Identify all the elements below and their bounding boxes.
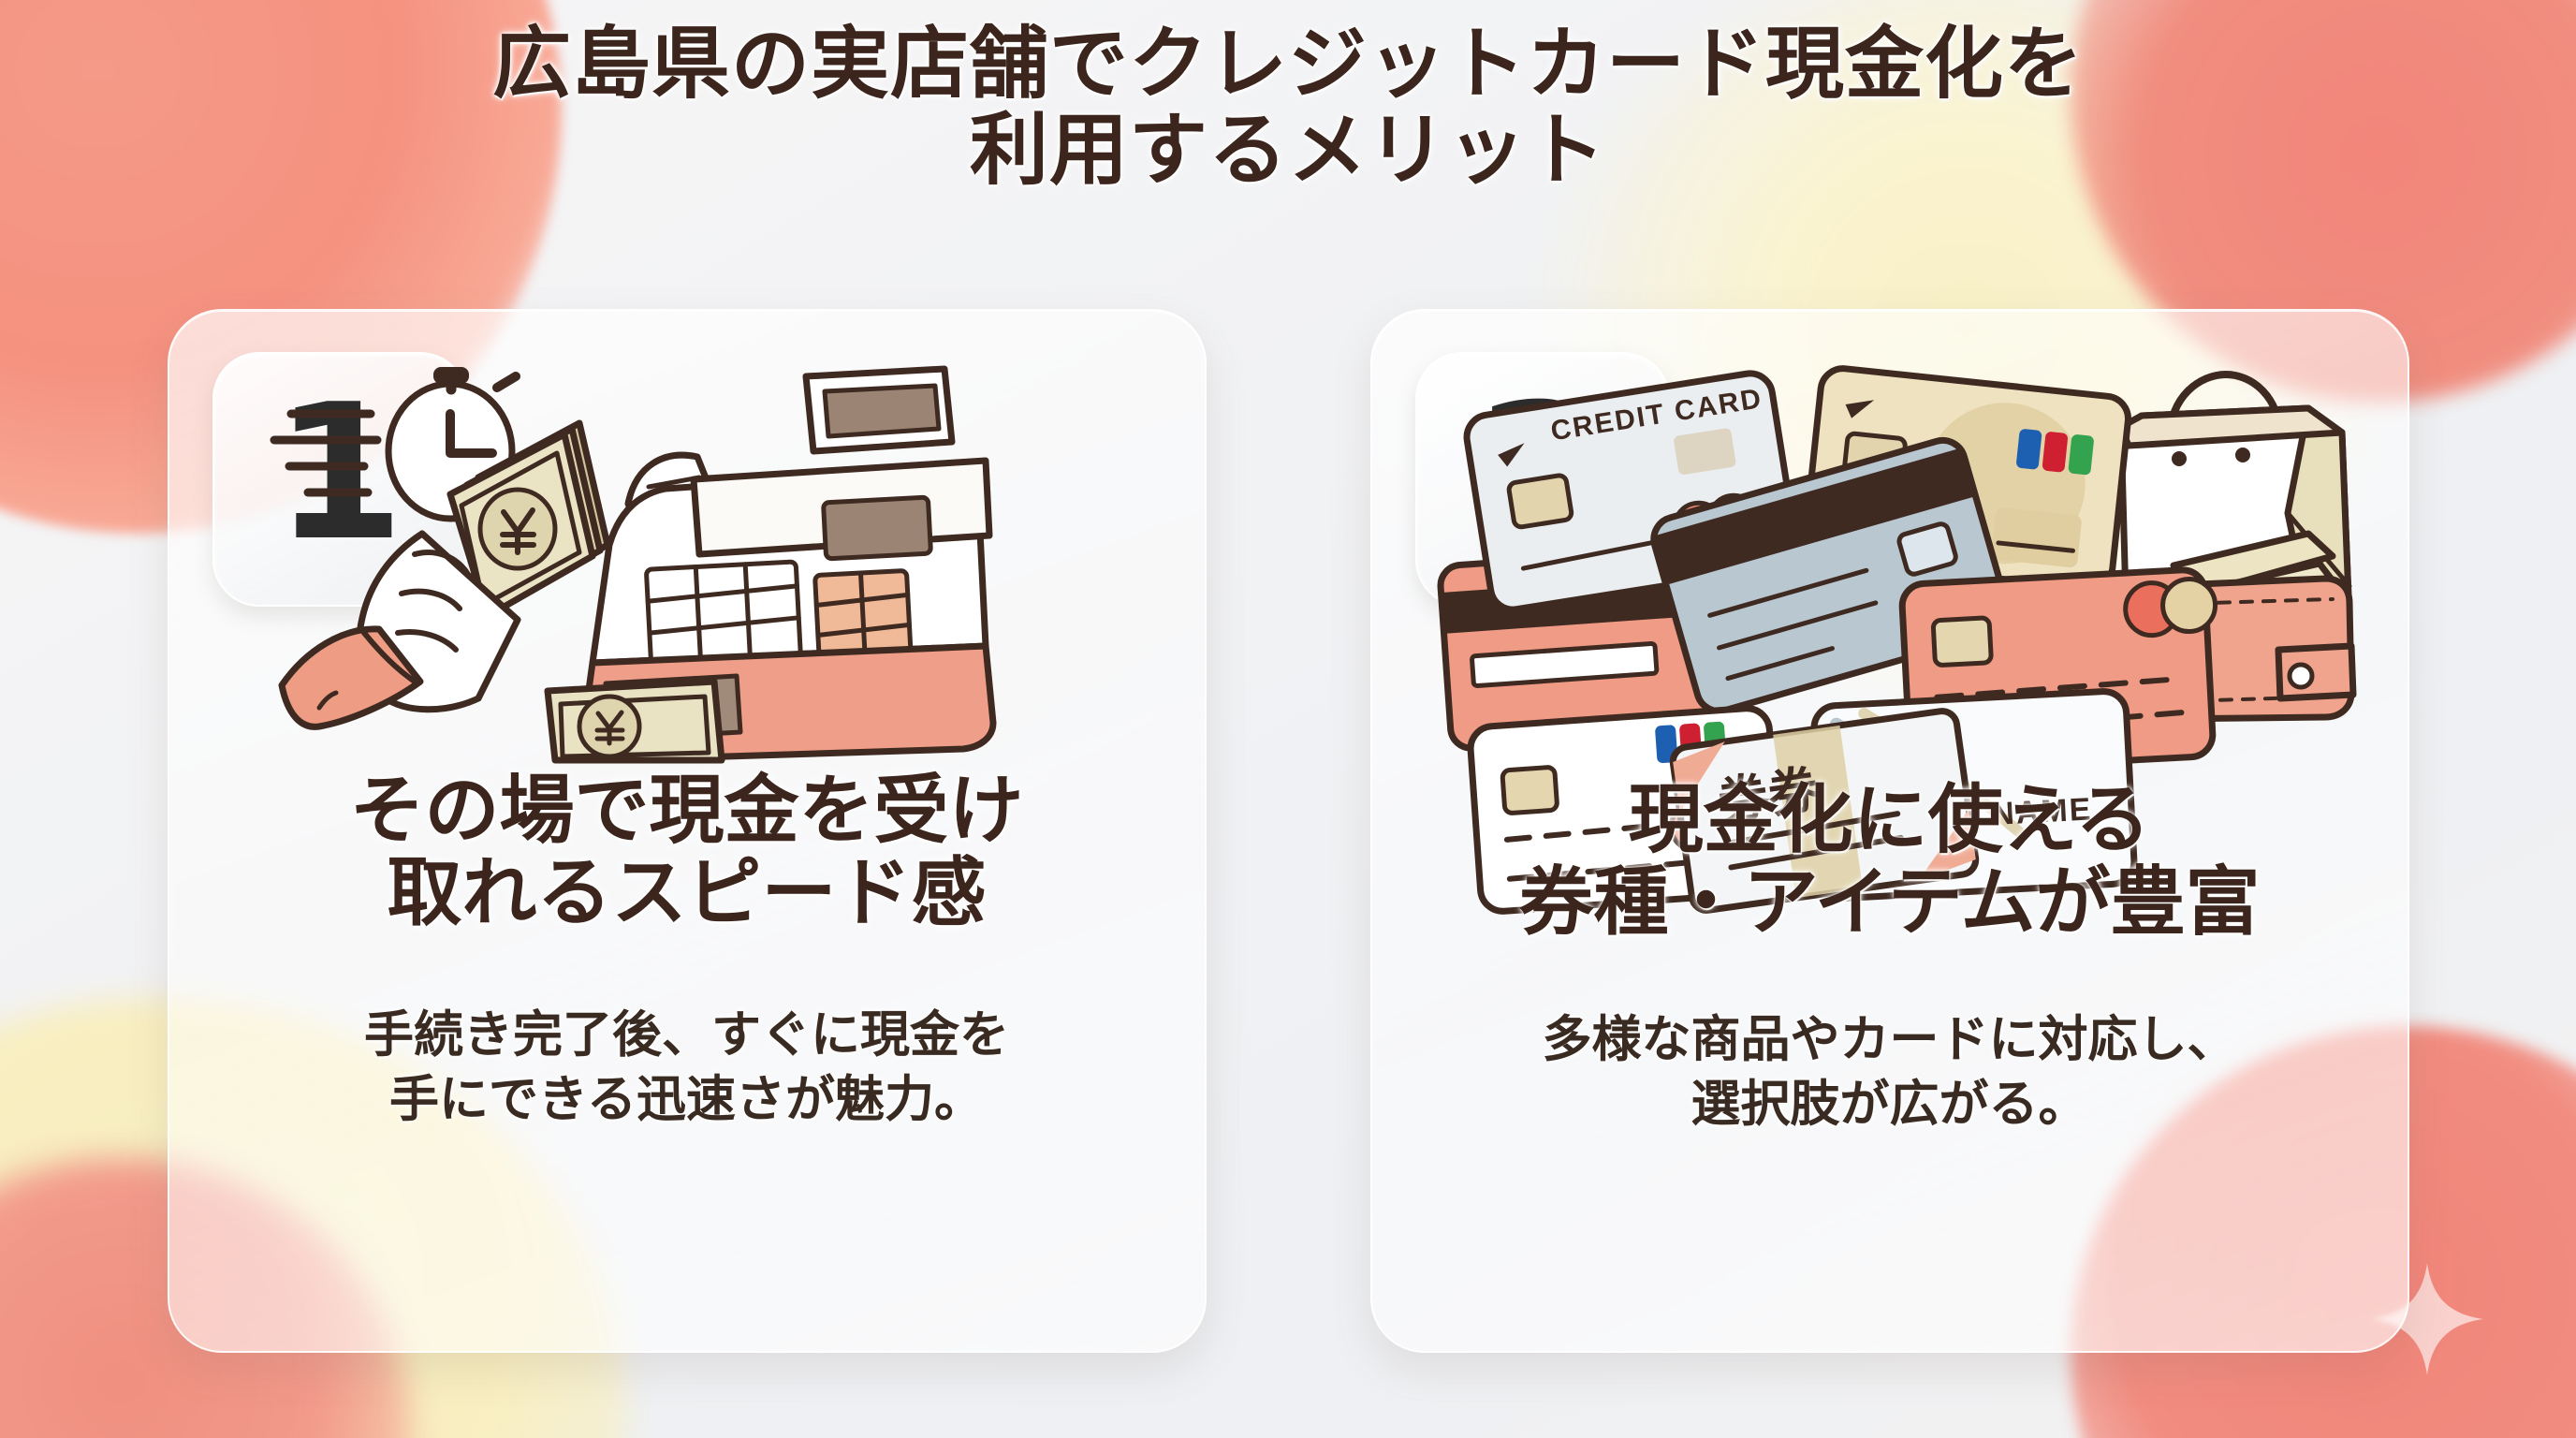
svg-text:券券: 券券 xyxy=(1714,759,1823,832)
merit-card-2-heading: 現金化に使える 券種・アイテムが豊富 xyxy=(1372,779,2408,944)
speed-lines xyxy=(270,409,381,497)
page-title: 広島県の実店舗でクレジットカード現金化を 利用するメリット xyxy=(0,21,2576,194)
stopwatch-icon xyxy=(385,367,520,522)
page-title-line-1: 広島県の実店舗でクレジットカード現金化を xyxy=(491,18,2084,110)
merit-card-1-heading: その場で現金を受け 取れるスピード感 xyxy=(169,770,1205,934)
merit-card-2-body-line-1: 多様な商品やカードに対応し、 xyxy=(1542,1011,2237,1068)
merit-card-1-heading-line-2: 取れるスピード感 xyxy=(387,849,987,936)
merit-card-1-body: 手続き完了後、すぐに現金を 手にできる迅速さが魅力。 xyxy=(169,1004,1205,1133)
jcb-logo xyxy=(2015,429,2094,476)
cash-register-handing-money-illustration xyxy=(169,320,1208,764)
merit-cards-container: 1 xyxy=(0,309,2576,1353)
yen-banknote-stack xyxy=(446,419,610,620)
yen-symbol xyxy=(499,507,536,555)
merit-card-1-heading-line-1: その場で現金を受け xyxy=(349,767,1024,854)
merit-card-2-heading-line-1: 現金化に使える xyxy=(1628,776,2151,863)
merit-card-1[interactable]: 1 xyxy=(167,309,1208,1353)
sparkle-icon xyxy=(2371,1263,2483,1375)
merit-card-2-body: 多様な商品やカードに対応し、 選択肢が広がる。 xyxy=(1372,1008,2408,1137)
credit-cards-wallet-shopping-bag-illustration: CREDIT CARD xyxy=(1372,305,2411,915)
page-title-line-2: 利用するメリット xyxy=(969,104,1606,197)
gift-voucher-card: 券券 xyxy=(1669,708,1979,914)
cash-register xyxy=(544,365,996,764)
merit-card-2-body-line-2: 選択肢が広がる。 xyxy=(1690,1075,2088,1133)
merit-card-2[interactable]: 2 xyxy=(1369,309,2409,1353)
merit-card-1-body-line-2: 手にできる迅速さが魅力。 xyxy=(389,1070,984,1128)
merit-card-2-heading-line-2: 券種・アイテムが豊富 xyxy=(1518,858,2261,946)
hand-holding-cash xyxy=(278,530,520,730)
merit-card-1-body-line-1: 手続き完了後、すぐに現金を xyxy=(364,1006,1009,1064)
